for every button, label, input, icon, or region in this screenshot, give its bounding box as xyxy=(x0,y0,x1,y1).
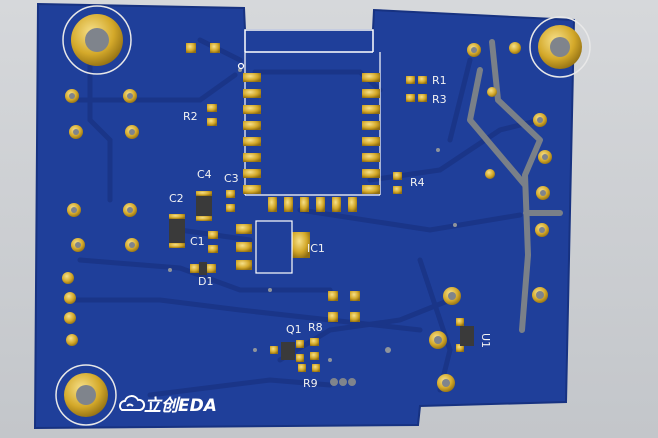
label-c2: C2 xyxy=(169,192,184,205)
label-u1: U1 xyxy=(479,333,492,348)
label-q1: Q1 xyxy=(286,323,302,336)
label-r8: R8 xyxy=(308,321,323,334)
label-d1: D1 xyxy=(198,275,213,288)
logo-text: 立创EDA xyxy=(144,396,217,416)
cloud-icon xyxy=(119,395,146,411)
label-r4: R4 xyxy=(410,176,425,189)
through-hole-pads xyxy=(62,42,552,392)
label-r1: R1 xyxy=(432,74,447,87)
vias xyxy=(168,68,457,362)
label-r3: R3 xyxy=(432,93,447,106)
label-ic1: IC1 xyxy=(307,242,325,255)
smd-pads xyxy=(169,43,474,386)
esp-module xyxy=(237,29,381,212)
label-r2: R2 xyxy=(183,110,198,123)
label-r9: R9 xyxy=(303,377,318,390)
label-c4: C4 xyxy=(197,168,212,181)
mounting-hole-top-right xyxy=(529,16,591,78)
power-trace xyxy=(467,39,563,333)
label-c3: C3 xyxy=(224,172,239,185)
board-logo: 立创EDA xyxy=(119,395,217,416)
mounting-hole-bottom-left xyxy=(55,364,117,426)
silkscreen-labels: R1 R3 R2 R4 C4 C3 C2 C1 D1 IC1 Q1 R8 R9 … xyxy=(169,74,492,390)
mounting-hole-top-left xyxy=(62,5,132,75)
label-c1: C1 xyxy=(190,235,205,248)
